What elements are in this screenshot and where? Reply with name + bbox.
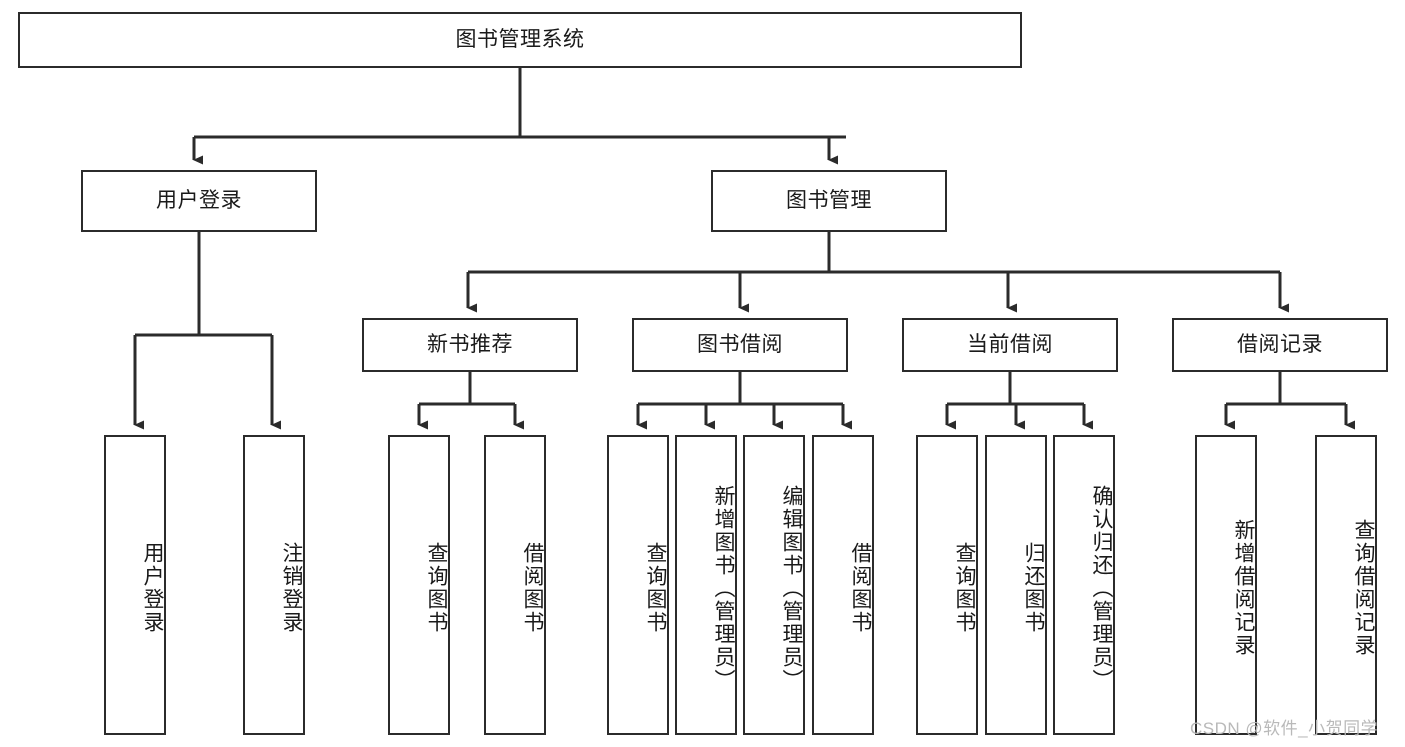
node-leaf-query-book-rec-label: 查询图书 [425, 542, 448, 634]
node-leaf-query-borrow-record-label: 查询借阅记录 [1352, 519, 1375, 657]
node-leaf-user-logout[interactable]: 注销登录 [243, 435, 305, 735]
node-leaf-edit-book-admin[interactable]: 编辑图书（管理员） [743, 435, 805, 735]
node-current-borrow-label: 当前借阅 [967, 332, 1053, 356]
node-root[interactable]: 图书管理系统 [18, 12, 1022, 68]
node-user-login[interactable]: 用户登录 [81, 170, 317, 232]
node-leaf-add-book-admin-label: 新增图书（管理员） [712, 484, 735, 692]
node-book-manage-label: 图书管理 [786, 188, 872, 212]
node-leaf-return-book[interactable]: 归还图书 [985, 435, 1047, 735]
node-book-borrow[interactable]: 图书借阅 [632, 318, 848, 372]
node-leaf-query-book-rec[interactable]: 查询图书 [388, 435, 450, 735]
node-leaf-add-borrow-record[interactable]: 新增借阅记录 [1195, 435, 1257, 735]
node-leaf-query-borrow-record[interactable]: 查询借阅记录 [1315, 435, 1377, 735]
node-leaf-return-book-label: 归还图书 [1022, 542, 1045, 634]
node-leaf-user-login[interactable]: 用户登录 [104, 435, 166, 735]
node-leaf-edit-book-admin-label: 编辑图书（管理员） [780, 484, 803, 692]
node-user-login-label: 用户登录 [156, 188, 242, 212]
node-leaf-confirm-return-admin[interactable]: 确认归还（管理员） [1053, 435, 1115, 735]
node-new-book-recommend-label: 新书推荐 [427, 332, 513, 356]
node-leaf-query-book-borrow-label: 查询图书 [644, 542, 667, 634]
node-leaf-borrow-book-rec[interactable]: 借阅图书 [484, 435, 546, 735]
node-leaf-query-book-current-label: 查询图书 [953, 542, 976, 634]
node-new-book-recommend[interactable]: 新书推荐 [362, 318, 578, 372]
node-leaf-user-login-label: 用户登录 [141, 542, 164, 634]
node-leaf-borrow-book[interactable]: 借阅图书 [812, 435, 874, 735]
node-borrow-record-label: 借阅记录 [1237, 332, 1323, 356]
node-leaf-query-book-borrow[interactable]: 查询图书 [607, 435, 669, 735]
node-leaf-add-book-admin[interactable]: 新增图书（管理员） [675, 435, 737, 735]
node-leaf-confirm-return-admin-label: 确认归还（管理员） [1090, 484, 1113, 692]
node-borrow-record[interactable]: 借阅记录 [1172, 318, 1388, 372]
node-leaf-user-logout-label: 注销登录 [280, 542, 303, 634]
node-book-manage[interactable]: 图书管理 [711, 170, 947, 232]
node-leaf-borrow-book-label: 借阅图书 [849, 542, 872, 634]
node-leaf-query-book-current[interactable]: 查询图书 [916, 435, 978, 735]
node-leaf-add-borrow-record-label: 新增借阅记录 [1232, 519, 1255, 657]
csdn-watermark: CSDN @软件_小贺同学 [1190, 719, 1379, 738]
node-book-borrow-label: 图书借阅 [697, 332, 783, 356]
node-current-borrow[interactable]: 当前借阅 [902, 318, 1118, 372]
node-root-label: 图书管理系统 [455, 27, 585, 51]
node-leaf-borrow-book-rec-label: 借阅图书 [521, 542, 544, 634]
